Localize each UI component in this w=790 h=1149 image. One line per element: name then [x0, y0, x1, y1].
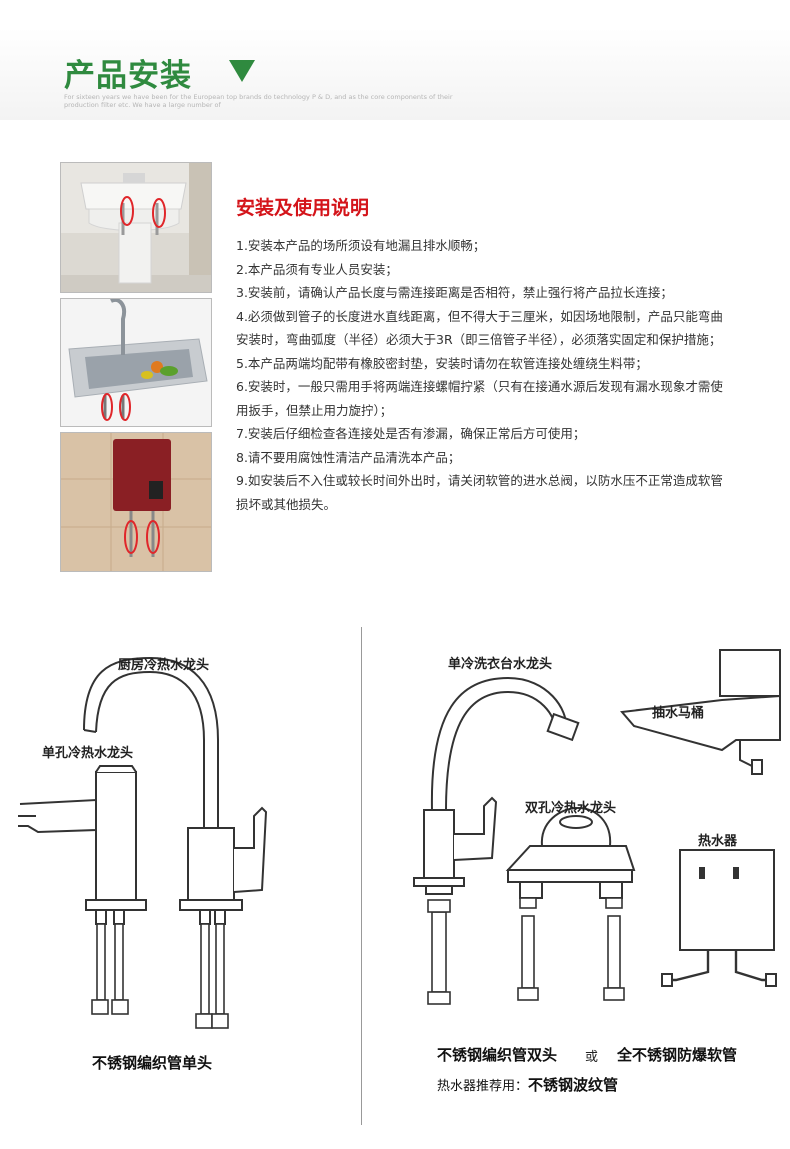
- right-caption-a: 不锈钢编织管双头: [437, 1046, 558, 1064]
- kitchen-faucet-label: 厨房冷热水龙头: [118, 658, 210, 673]
- water-heater-label: 热水器: [698, 834, 738, 849]
- installation-diagram: [18, 649, 781, 1029]
- single-hole-faucet-label: 单孔冷热水龙头: [42, 746, 134, 761]
- instructions-list: 1.安装本产品的场所须设有地漏且排水顺畅； 2.本产品须有专业人员安装； 3.安…: [236, 234, 732, 516]
- double-hole-faucet-label: 双孔冷热水龙头: [525, 801, 617, 816]
- single-hole-faucet-drawing: [18, 765, 147, 925]
- toilet-drawing: [620, 649, 781, 775]
- instruction-item: 6.安装时，一般只需用手将两端连接螺帽拧紧（只有在接通水源后发现有漏水现象才需使…: [236, 379, 723, 418]
- instruction-item: 8.请不要用腐蚀性清洁产品清洗本产品；: [236, 449, 461, 465]
- triangle-down-icon: [229, 60, 255, 82]
- instruction-item: 3.安装前，请确认产品长度与需连接距离是否相符，禁止强行将产品拉长连接；: [236, 285, 673, 300]
- instructions-title: 安装及使用说明: [236, 197, 370, 219]
- instruction-item: 7.安装后仔细检查各连接处是否有渗漏，确保正常后方可使用；: [236, 426, 586, 441]
- header: 产品安装 For sixteen years we have been for …: [0, 0, 790, 120]
- right-caption-b: 全不锈钢防爆软管: [617, 1046, 738, 1064]
- recommend-prefix: 热水器推荐用：: [437, 1079, 529, 1094]
- right-caption-or: 或: [585, 1050, 599, 1065]
- toilet-label: 抽水马桶: [652, 706, 705, 721]
- braided-hose-single-head: [91, 923, 229, 1029]
- header-subtitle: For sixteen years we have been for the E…: [64, 93, 453, 109]
- section-divider: [361, 627, 362, 1125]
- instruction-item: 5.本产品两端均配带有橡胶密封垫，安装时请勿在软管连接处缠绕生料带；: [236, 355, 648, 371]
- kitchen-sink-photo: [60, 298, 212, 427]
- page-title: 产品安装: [64, 58, 192, 94]
- instruction-item: 1.安装本产品的场所须设有地漏且排水顺畅；: [236, 238, 486, 253]
- water-heater-photo: [60, 432, 212, 572]
- instruction-item: 2.本产品须有专业人员安装；: [236, 261, 398, 277]
- washbasin-photo: [60, 162, 212, 293]
- kitchen-faucet-drawing: [83, 656, 268, 925]
- recommend-line: 热水器推荐用：不锈钢波纹管: [437, 1074, 618, 1095]
- double-hole-faucet-drawing: [505, 806, 636, 1001]
- recommend-value: 不锈钢波纹管: [528, 1076, 619, 1094]
- water-heater-drawing: [661, 849, 777, 987]
- instruction-item: 4.必须做到管子的长度进水直线距离，但不得大于三厘米，如因场地限制，产品只能弯曲…: [236, 308, 723, 348]
- basin-faucet-drawing: [413, 676, 580, 1005]
- left-caption: 不锈钢编织管单头: [92, 1054, 213, 1072]
- instruction-item: 9.如安装后不入住或较长时间外出时，请关闭软管的进水总阀，以防水压不正常造成软管…: [236, 473, 723, 512]
- basin-faucet-label: 单冷洗衣台水龙头: [448, 657, 553, 672]
- header-band: [0, 28, 790, 120]
